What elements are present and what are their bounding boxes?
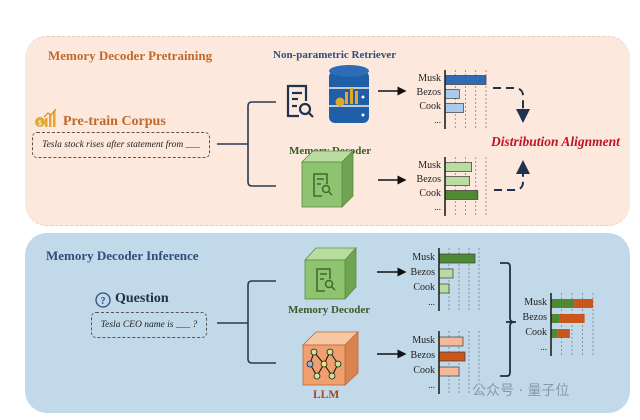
question-text-box: Tesla CEO name is ___ ? xyxy=(91,312,207,338)
category-label: Cook xyxy=(419,101,441,112)
bar xyxy=(444,75,487,85)
category-label: Cook xyxy=(525,326,547,338)
category-label: Bezos xyxy=(410,266,435,278)
category-label: ... xyxy=(428,296,435,307)
bar xyxy=(438,283,450,294)
category-label: Bezos xyxy=(410,349,435,361)
bar xyxy=(444,89,460,99)
green-cube-document-search-icon xyxy=(301,150,354,208)
category-label: Musk xyxy=(418,160,441,171)
corpus-text-box: Tesla stock rises after statement from _… xyxy=(32,132,210,158)
bar-segment-memory-decoder xyxy=(551,329,558,338)
llm-label: LLM xyxy=(313,389,340,401)
llm-distribution-chart xyxy=(438,331,480,394)
inference-decoder-label: Memory Decoder xyxy=(288,304,371,316)
bar-segment-llm xyxy=(559,314,585,323)
corpus-label: Pre-train Corpus xyxy=(63,114,166,129)
bar xyxy=(438,366,460,377)
category-label: Musk xyxy=(412,251,435,263)
pretraining-title: Memory Decoder Pretraining xyxy=(48,48,213,63)
pretrain-decoder-distribution-chart xyxy=(444,157,487,216)
bar xyxy=(438,351,466,362)
bar-charts xyxy=(438,70,594,394)
document-search-icon xyxy=(286,84,314,118)
bar-segment-memory-decoder xyxy=(551,299,575,308)
category-label: Musk xyxy=(418,73,441,84)
orange-cube-neural-network-icon xyxy=(302,331,359,386)
bar xyxy=(438,253,476,264)
category-label: Cook xyxy=(413,364,435,376)
database-icon xyxy=(329,65,369,123)
category-label: ... xyxy=(434,202,441,212)
distribution-alignment-label: Distribution Alignment xyxy=(491,134,620,149)
category-label: ... xyxy=(428,379,435,390)
retriever-label: Non-parametric Retriever xyxy=(273,49,397,61)
question-circle-icon: ? xyxy=(95,292,111,308)
category-label: ... xyxy=(540,341,547,352)
inference-decoder-distribution-chart xyxy=(438,248,480,311)
inference-bracket xyxy=(217,280,276,364)
inference-title: Memory Decoder Inference xyxy=(46,248,199,263)
finance-chart-coin-icon: $ xyxy=(34,108,58,128)
category-label: Bezos xyxy=(416,174,441,185)
alignment-arrow-down xyxy=(493,87,530,123)
watermark: 公众号 · 量子位 xyxy=(472,383,570,399)
bar xyxy=(444,190,479,200)
category-label: Cook xyxy=(419,188,441,199)
bar xyxy=(444,162,472,172)
alignment-arrow-up xyxy=(494,160,530,191)
category-label: Musk xyxy=(412,334,435,346)
inference-green-cube-icon xyxy=(304,246,357,301)
retriever-distribution-chart xyxy=(444,70,487,129)
category-label: Cook xyxy=(413,281,435,293)
svg-text:?: ? xyxy=(101,296,106,307)
bar xyxy=(438,336,464,347)
category-label: Bezos xyxy=(522,311,547,323)
category-label: Musk xyxy=(524,296,547,308)
bar xyxy=(444,103,464,113)
category-label: Bezos xyxy=(416,87,441,98)
bar xyxy=(438,268,454,279)
svg-text:$: $ xyxy=(38,119,42,127)
bar-segment-memory-decoder xyxy=(551,314,560,323)
category-label: ... xyxy=(434,115,441,125)
bar xyxy=(444,176,470,186)
bar-segment-llm xyxy=(574,299,593,308)
bar-segment-llm xyxy=(557,329,570,338)
pretrain-bracket xyxy=(217,101,276,187)
question-label: Question xyxy=(115,291,169,306)
combined-distribution-chart xyxy=(550,293,594,356)
